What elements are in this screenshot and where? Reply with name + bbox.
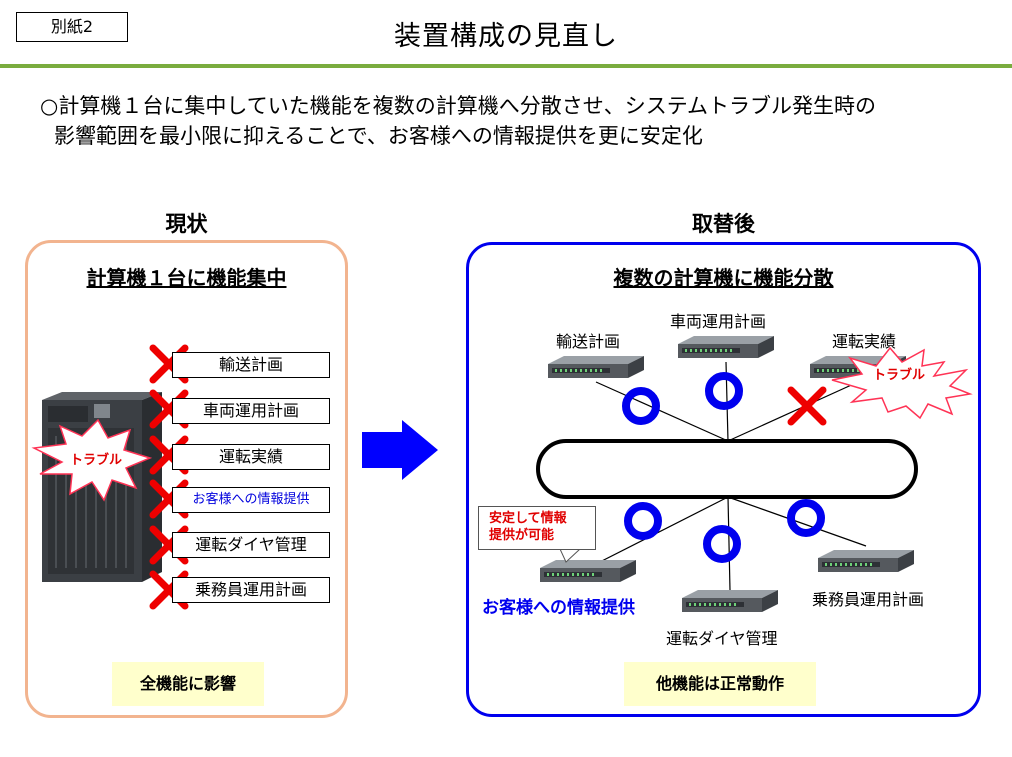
attachment-tag: 別紙2 (16, 12, 128, 42)
summary-line-2: 影響範囲を最小限に抑えることで、お客様への情報提供を更に安定化 (54, 124, 703, 148)
function-box: 車両運用計画 (172, 398, 330, 424)
summary-line-1: ○計算機１台に集中していた機能を複数の計算機へ分散させ、システムトラブル発生時の (40, 94, 877, 118)
transition-arrow-icon (362, 420, 438, 480)
network-lines (587, 361, 867, 591)
function-box: 運転ダイヤ管理 (172, 532, 330, 558)
server-vehicle-icon (678, 336, 774, 358)
stable-info-callout: 安定して情報 提供が可能 (478, 506, 596, 550)
current-panel-title: 計算機１台に機能集中 (86, 266, 287, 290)
server-label: 輸送計画 (556, 332, 621, 351)
function-box: 運転実績 (172, 444, 330, 470)
after-panel-title: 複数の計算機に機能分散 (613, 266, 834, 290)
server-label: 運転実績 (832, 332, 897, 351)
trouble-label-left: トラブル (70, 453, 123, 468)
trouble-burst-left (31, 418, 153, 502)
server-label: 運転ダイヤ管理 (666, 629, 778, 648)
server-label: 乗務員運用計画 (812, 590, 925, 609)
server-label: 車両運用計画 (670, 312, 767, 331)
impact-note: 全機能に影響 (112, 662, 264, 706)
title-divider (0, 64, 1012, 68)
function-box: お客様への情報提供 (172, 487, 330, 513)
normal-operation-note: 他機能は正常動作 (624, 662, 816, 706)
server-transport-icon (548, 356, 644, 378)
page-title: 装置構成の見直し (394, 21, 618, 52)
callout-line: 提供が可能 (489, 528, 555, 543)
current-panel (25, 240, 348, 718)
trouble-label-right: トラブル (873, 368, 926, 383)
link-failed-cross (791, 390, 823, 422)
function-box: 輸送計画 (172, 352, 330, 378)
customer-info-label: お客様への情報提供 (482, 598, 635, 618)
function-box: 乗務員運用計画 (172, 577, 330, 603)
callout-line: 安定して情報 (489, 511, 567, 526)
trouble-burst-right (831, 346, 973, 420)
server-diagram-icon (682, 590, 778, 612)
server-crew-icon (818, 550, 914, 572)
server-customer-icon (540, 560, 636, 582)
after-panel (466, 242, 981, 717)
current-heading: 現状 (165, 212, 208, 236)
after-heading: 取替後 (692, 212, 755, 236)
network-bus (536, 439, 918, 499)
